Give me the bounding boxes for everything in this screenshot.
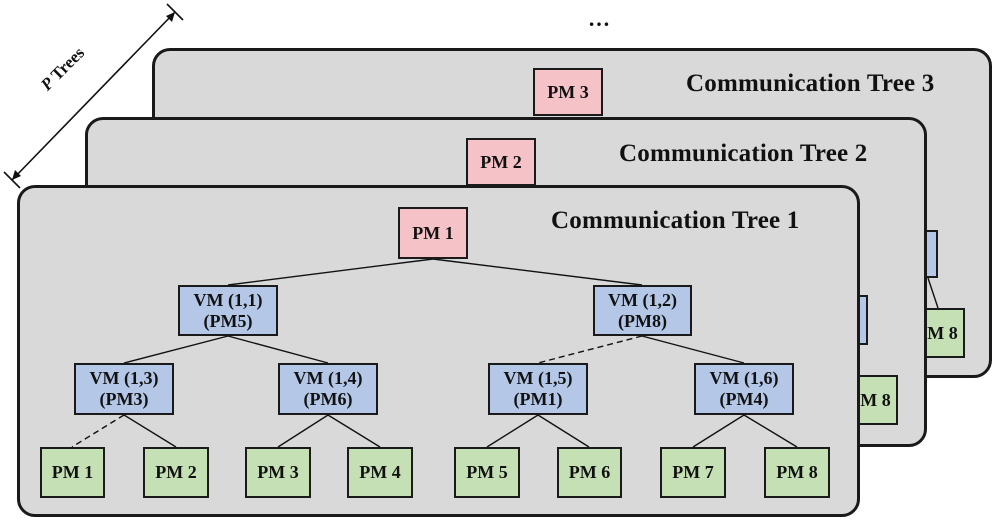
vm-host-label: (PM3) [99, 389, 149, 409]
leaf-label: PM 8 [776, 462, 818, 482]
leaf-label: PM 6 [568, 462, 611, 482]
tree3-peek-leaf: M 8 [920, 308, 965, 358]
leaf-pm-7: PM 7 [660, 447, 726, 498]
vm-label: VM (1,1) [193, 289, 263, 310]
vm-node-1-6: VM (1,6) (PM4) [694, 363, 794, 415]
vm-node-1-3: VM (1,3) (PM3) [74, 363, 174, 415]
vm-node-1-2: VM (1,2) (PM8) [593, 285, 692, 336]
tree2-title: Communication Tree 2 [619, 140, 868, 167]
vm-label: VM (1,6) [709, 368, 779, 388]
vm-host-label: (PM6) [303, 389, 353, 409]
leaf-label: PM 3 [257, 462, 299, 482]
vm-node-1-1: VM (1,1) (PM5) [178, 285, 278, 336]
vm-host-label: (PM1) [513, 389, 563, 409]
leaf-label: PM 7 [672, 462, 714, 482]
vm-node-1-5: VM (1,5) (PM1) [488, 363, 588, 415]
leaf-pm-5: PM 5 [454, 447, 520, 498]
tree1-root-label: PM 1 [412, 222, 454, 243]
tree2-peek-leaf-label: M 8 [860, 389, 891, 410]
tree3-root-node: PM 3 [533, 68, 603, 116]
tree1-root-node: PM 1 [398, 207, 468, 259]
vm-label: VM (1,3) [89, 368, 159, 388]
leaf-pm-2: PM 2 [143, 447, 209, 498]
vm-host-label: (PM5) [203, 310, 253, 331]
tree2-root-label: PM 2 [480, 151, 522, 172]
leaf-label: PM 4 [359, 462, 401, 482]
tree3-title: Communication Tree 3 [686, 70, 935, 97]
leaf-pm-4: PM 4 [347, 447, 413, 498]
leaf-pm-1: PM 1 [40, 447, 105, 498]
tree1-title: Communication Tree 1 [551, 207, 800, 234]
leaf-label: PM 5 [466, 462, 508, 482]
vm-host-label: (PM4) [719, 389, 769, 409]
vm-host-label: (PM8) [618, 310, 667, 331]
tree3-peek-leaf-label: M 8 [927, 322, 958, 343]
ellipsis: … [588, 6, 610, 31]
vm-label: VM (1,2) [608, 289, 677, 310]
vm-node-1-4: VM (1,4) (PM6) [278, 363, 378, 415]
vm-label: VM (1,4) [293, 368, 363, 388]
leaf-pm-8: PM 8 [764, 447, 830, 498]
leaf-label: PM 1 [51, 462, 94, 482]
leaf-pm-3: PM 3 [245, 447, 311, 498]
leaf-label: PM 2 [155, 462, 197, 482]
vm-label: VM (1,5) [503, 368, 573, 388]
tree3-root-label: PM 3 [547, 81, 589, 102]
leaf-pm-6: PM 6 [557, 447, 622, 498]
